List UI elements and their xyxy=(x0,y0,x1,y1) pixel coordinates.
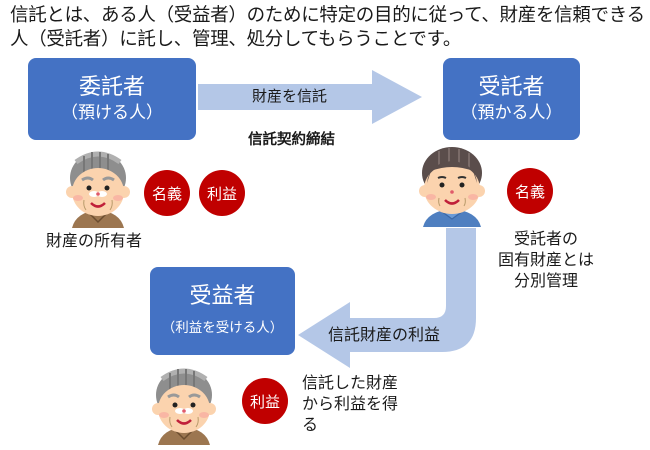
beneficiary-box: 受益者 （利益を受ける人） xyxy=(150,267,295,355)
settlor-badge-name: 名義 xyxy=(144,170,190,216)
trust-arrow-shape xyxy=(198,70,422,124)
trustee-caption-line-3: 分別管理 xyxy=(513,271,578,290)
man-icon xyxy=(419,147,485,227)
intro-line-1: 信託とは、ある人（受益者）のために特定の目的に従って、財産を信頼できる xyxy=(10,5,645,26)
trustee-caption-line-2: 固有財産とは xyxy=(497,250,594,269)
settlor-subtitle: （預ける人） xyxy=(61,103,163,123)
intro-line-2: 人（受託者）に託し、管理、処分してもらうことです。 xyxy=(10,29,462,50)
benefit-arrow-shape xyxy=(298,228,476,368)
elderly-man-icon xyxy=(66,151,130,228)
intro-text: 信託とは、ある人（受益者）のために特定の目的に従って、財産を信頼できる 人（受託… xyxy=(10,4,650,52)
trustee-badge-name: 名義 xyxy=(507,168,553,214)
trust-arrow-label: 財産を信託 xyxy=(252,87,328,105)
trustee-caption: 受託者の 固有財産とは 分別管理 xyxy=(490,228,602,291)
trustee-title: 受託者 xyxy=(478,75,545,100)
elderly-man-icon xyxy=(152,368,216,445)
beneficiary-title: 受益者 xyxy=(189,284,256,309)
beneficiary-caption-line-1: 信託した財産 xyxy=(302,373,399,392)
settlor-box: 委託者 （預ける人） xyxy=(28,58,196,140)
settlor-title: 委託者 xyxy=(78,75,145,100)
settlor-caption: 財産の所有者 xyxy=(46,231,143,250)
settlor-badge-benefit: 利益 xyxy=(199,170,245,216)
beneficiary-subtitle: （利益を受ける人） xyxy=(161,320,284,336)
beneficiary-caption: 信託した財産 から利益を得 る xyxy=(302,372,398,435)
trustee-subtitle: （預かる人） xyxy=(460,103,563,123)
trust-contract-caption: 信託契約締結 xyxy=(248,132,335,148)
trustee-box: 受託者 （預かる人） xyxy=(443,58,580,140)
benefit-arrow-label: 信託財産の利益 xyxy=(328,325,441,344)
beneficiary-caption-line-2: から利益を得 xyxy=(302,394,399,413)
beneficiary-badge-benefit: 利益 xyxy=(242,378,288,424)
trustee-caption-line-1: 受託者の xyxy=(513,229,578,248)
beneficiary-caption-line-3: る xyxy=(302,415,319,434)
